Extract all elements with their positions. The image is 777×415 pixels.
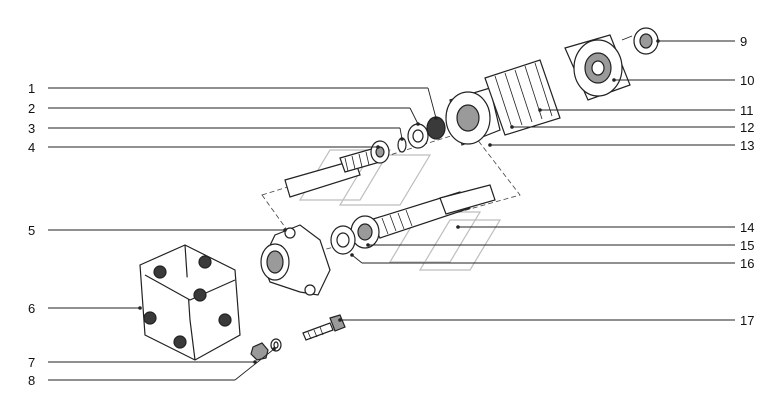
gear-housing: [445, 59, 561, 146]
callout-5: 5: [28, 223, 35, 238]
callout-8: 8: [28, 373, 35, 388]
flexible-coupling: [139, 244, 241, 361]
callout-9: 9: [740, 34, 747, 49]
watermark-outline: [298, 149, 502, 271]
callout-15: 15: [740, 238, 754, 253]
bolt: [302, 314, 346, 341]
nut-and-washer: [250, 338, 282, 361]
leader-lines-right: [340, 40, 735, 321]
callout-1: 1: [28, 81, 35, 96]
callout-13: 13: [740, 138, 754, 153]
splined-coupling: [564, 34, 633, 101]
callout-2: 2: [28, 101, 35, 116]
rings-and-bearing: [397, 116, 446, 153]
input-shaft: [284, 140, 390, 198]
callout-3: 3: [28, 121, 35, 136]
callout-17: 17: [740, 313, 754, 328]
output-shaft: [330, 184, 496, 255]
callout-4: 4: [28, 140, 35, 155]
callout-12: 12: [740, 120, 754, 135]
callout-7: 7: [28, 355, 35, 370]
callout-14: 14: [740, 220, 754, 235]
yoke-flange: [260, 224, 331, 296]
callout-6: 6: [28, 301, 35, 316]
callout-11: 11: [740, 103, 754, 118]
leader-dots: [138, 39, 660, 364]
callout-16: 16: [740, 256, 754, 271]
callout-10: 10: [740, 73, 754, 88]
end-cap: [633, 27, 659, 55]
leader-lines-left: [48, 87, 437, 381]
